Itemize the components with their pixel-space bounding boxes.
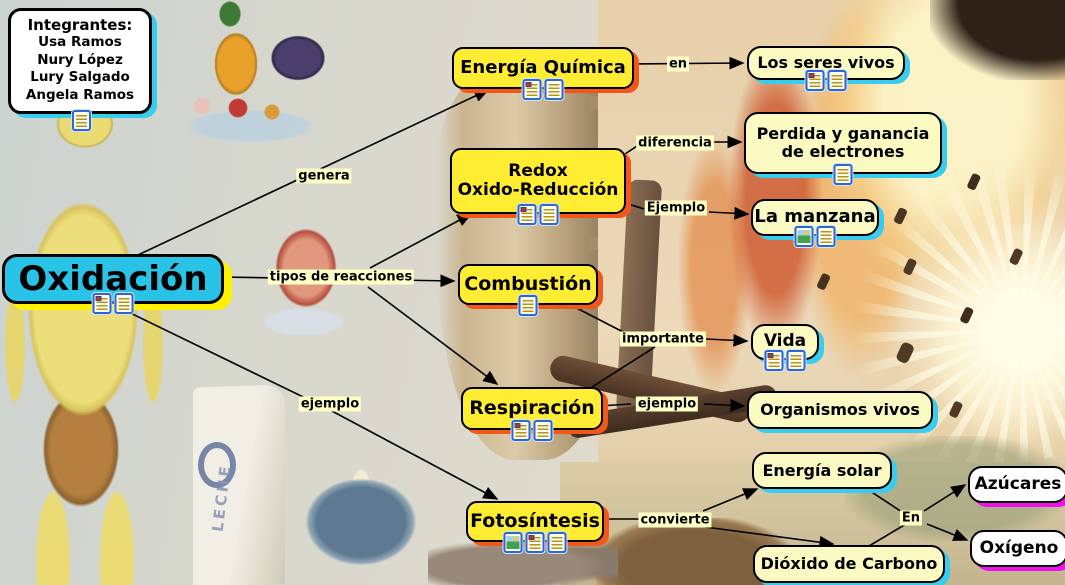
image-doc-icon[interactable]: [805, 70, 825, 91]
doc-icon[interactable]: [518, 295, 538, 316]
doc-icon[interactable]: [533, 420, 553, 441]
node-label: Combustión: [464, 272, 592, 295]
link-label-genera[interactable]: genera: [296, 168, 352, 184]
node-respiracion[interactable]: Respiración: [461, 387, 603, 441]
link-label-tipos-de-reacciones[interactable]: tipos de reacciones: [267, 269, 415, 285]
doc-icon[interactable]: [114, 293, 134, 314]
image-doc-icon[interactable]: [764, 350, 784, 371]
resource-icons: [503, 532, 567, 553]
doc-icon[interactable]: [816, 226, 836, 247]
node-label: Azúcares: [974, 473, 1062, 494]
landscape-icon[interactable]: [794, 226, 814, 247]
link-label-ejemplo-respiracion[interactable]: ejemplo: [635, 396, 699, 412]
resource-icons: [518, 295, 538, 316]
node-label: Vida: [763, 331, 807, 352]
edge-respiracion-ejemplo-respiracion: [598, 403, 632, 407]
background-rocks: [428, 538, 618, 585]
doc-icon[interactable]: [786, 350, 806, 371]
member-name: Lury Salgado: [30, 69, 130, 86]
edge-en-fotosintesis-azucares: [923, 484, 967, 512]
resource-icons: [522, 79, 564, 100]
resource-icons: [805, 70, 847, 91]
edge-dioxido-de-carbono-en-fotosintesis: [868, 523, 907, 547]
edge-ejemplo-redox-la-manzana: [708, 206, 750, 220]
node-label: Oxidación: [18, 258, 208, 299]
background-milk-logo: [198, 442, 236, 488]
node-combustion[interactable]: Combustión: [458, 264, 598, 316]
background-smoke: [930, 0, 1065, 80]
node-label: Energía Química: [460, 56, 626, 78]
node-label: La manzana: [754, 206, 876, 228]
node-label: Fotosíntesis: [470, 509, 600, 532]
edge-importante-vida: [705, 333, 749, 347]
node-azucares[interactable]: Azúcares: [968, 466, 1065, 503]
doc-icon[interactable]: [833, 164, 853, 185]
node-label: Respiración: [469, 396, 595, 419]
doc-icon[interactable]: [71, 110, 91, 132]
node-label: Perdida y ganancia de electrones: [756, 124, 930, 161]
edge-respiracion-importante: [591, 346, 656, 388]
resource-icons: [92, 293, 134, 314]
node-organismos-vivos[interactable]: Organismos vivos: [747, 391, 933, 429]
resource-icons: [794, 226, 836, 247]
node-label: Redox Oxido-Reducción: [457, 160, 619, 200]
resource-icons: [517, 204, 559, 225]
node-los-seres-vivos[interactable]: Los seres vivos: [747, 46, 905, 91]
doc-icon[interactable]: [544, 79, 564, 100]
edge-tipos-de-reacciones-redox: [369, 213, 473, 269]
members-box-title: Integrantes:: [27, 16, 133, 34]
link-label-diferencia[interactable]: diferencia: [636, 135, 714, 151]
doc-icon[interactable]: [539, 204, 559, 225]
resource-icons: [833, 164, 853, 185]
node-dioxido-de-carbono[interactable]: Dióxido de Carbono: [753, 545, 945, 583]
edge-convierte-dioxido-de-carbono: [704, 526, 835, 549]
link-label-en-fotosintesis[interactable]: En: [899, 510, 923, 526]
node-la-manzana[interactable]: La manzana: [751, 199, 879, 247]
edge-en-fotosintesis-oxigeno: [926, 523, 969, 541]
node-label: Organismos vivos: [760, 400, 920, 420]
node-label: Oxígeno: [979, 537, 1059, 558]
edge-combustion-importante: [562, 300, 628, 335]
resource-icons: [511, 420, 553, 441]
doc-icon[interactable]: [547, 532, 567, 553]
link-label-convierte[interactable]: convierte: [638, 512, 712, 528]
node-vida[interactable]: Vida: [751, 324, 819, 371]
node-oxidacion[interactable]: Oxidación: [2, 254, 224, 314]
node-fotosintesis[interactable]: Fotosíntesis: [466, 501, 604, 553]
background-fruit-plate: [140, 0, 350, 142]
image-doc-icon[interactable]: [517, 204, 537, 225]
image-doc-icon[interactable]: [522, 79, 542, 100]
node-perdida-y-ganancia[interactable]: Perdida y ganancia de electrones: [744, 112, 942, 185]
background-eggs-bowl: [283, 444, 441, 585]
edge-energia-solar-en-fotosintesis: [863, 486, 903, 513]
doc-icon[interactable]: [827, 70, 847, 91]
image-doc-icon[interactable]: [525, 532, 545, 553]
edge-convierte-energia-solar: [702, 488, 759, 512]
edge-tipos-de-reacciones-respiracion: [367, 286, 499, 385]
node-oxigeno[interactable]: Oxígeno: [970, 530, 1065, 567]
node-label: Dióxido de Carbono: [760, 554, 938, 574]
image-doc-icon[interactable]: [511, 420, 531, 441]
edge-ejemplo-respiracion-organismos-vivos: [703, 398, 746, 412]
member-name: Nury López: [37, 51, 123, 68]
member-name: Angela Ramos: [25, 86, 135, 103]
link-label-ejemplo-redox[interactable]: Ejemplo: [644, 200, 708, 216]
resource-icons: [764, 350, 806, 371]
link-label-en[interactable]: en: [666, 56, 690, 72]
node-energia-solar[interactable]: Energía solar: [752, 452, 892, 489]
image-doc-icon[interactable]: [92, 293, 112, 314]
link-label-ejemplo-oxidacion[interactable]: ejemplo: [298, 396, 362, 412]
link-label-importante[interactable]: importante: [620, 331, 706, 347]
landscape-icon[interactable]: [503, 532, 523, 553]
node-energia-quimica[interactable]: Energía Química: [452, 47, 634, 100]
node-redox[interactable]: Redox Oxido-Reducción: [450, 148, 626, 225]
member-name: Usa Ramos: [38, 34, 122, 50]
node-label: Los seres vivos: [757, 53, 895, 73]
node-label: Energía solar: [762, 460, 882, 480]
